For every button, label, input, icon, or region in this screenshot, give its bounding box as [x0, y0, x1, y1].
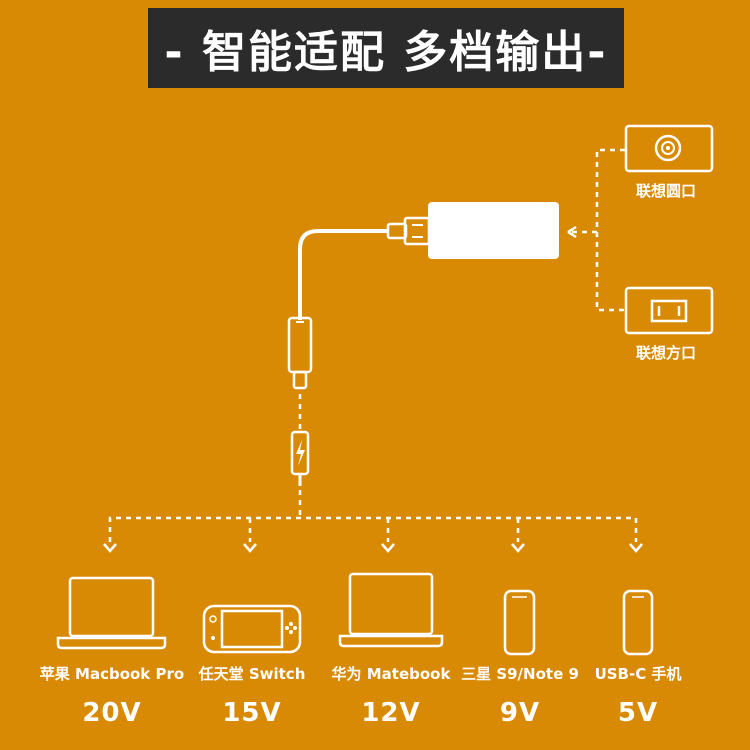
- voltage-matebook: 12V: [361, 698, 421, 728]
- phone-icon: [503, 589, 536, 656]
- arrow-left-icon: [567, 225, 577, 239]
- voltage-usbc-phone: 5V: [617, 698, 659, 728]
- device-label-samsung: 三星 S9/Note 9: [461, 665, 579, 683]
- page-title: - 智能适配 多档输出-: [148, 8, 624, 88]
- charging-icon: [290, 430, 310, 486]
- phone-icon: [622, 589, 654, 656]
- source-connector-line: [595, 148, 625, 312]
- game-console-icon: [202, 604, 302, 654]
- laptop-icon: [338, 572, 444, 648]
- round-port-icon: [624, 124, 714, 173]
- device-label-macbook: 苹果 Macbook Pro: [39, 665, 185, 683]
- arrow-down-icon: [103, 543, 643, 553]
- usb-c-plug-icon: [287, 316, 313, 390]
- source-label-round: 联想圆口: [636, 182, 697, 200]
- voltage-samsung: 9V: [499, 698, 541, 728]
- distribution-line: [108, 490, 638, 542]
- voltage-macbook: 20V: [82, 698, 142, 728]
- voltage-switch: 15V: [222, 698, 282, 728]
- adapter-body-icon: [386, 202, 559, 259]
- laptop-icon: [56, 576, 167, 650]
- square-port-icon: [624, 286, 714, 335]
- source-label-square: 联想方口: [636, 344, 697, 362]
- cable-line: [298, 229, 388, 320]
- device-label-matebook: 华为 Matebook: [331, 665, 451, 683]
- device-label-usbc-phone: USB-C 手机: [594, 665, 682, 683]
- device-label-switch: 任天堂 Switch: [198, 665, 306, 683]
